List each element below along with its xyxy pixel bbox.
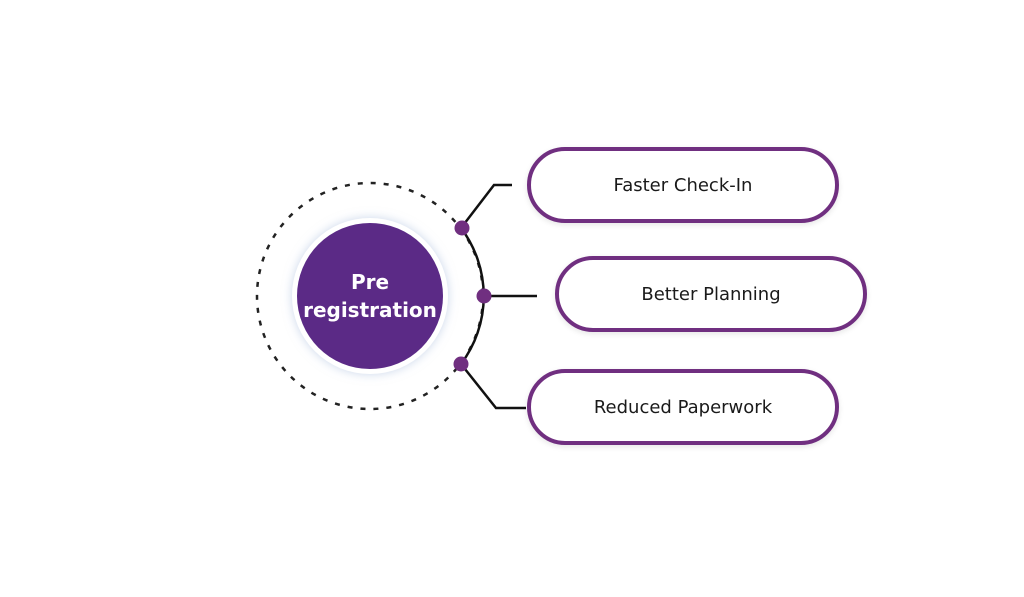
connector-dot-1 bbox=[454, 220, 470, 236]
connector-dot-3 bbox=[453, 356, 469, 372]
center-label-line-2: registration bbox=[303, 298, 437, 322]
benefit-label: Reduced Paperwork bbox=[593, 396, 773, 418]
benefit-label: Faster Check-In bbox=[613, 174, 753, 196]
center-label: Pre registration bbox=[296, 222, 444, 370]
benefit-pill-reduced-paperwork: Reduced Paperwork bbox=[527, 369, 839, 445]
connector-dot-2 bbox=[476, 288, 492, 304]
benefit-label: Better Planning bbox=[641, 283, 781, 305]
benefit-pill-faster-check-in: Faster Check-In bbox=[527, 147, 839, 223]
center-circle bbox=[297, 223, 443, 369]
center-label-line-1: Pre bbox=[350, 270, 390, 294]
connector-line-3 bbox=[460, 363, 526, 410]
benefit-pill-better-planning: Better Planning bbox=[555, 256, 867, 332]
connector-line-1 bbox=[460, 183, 512, 229]
